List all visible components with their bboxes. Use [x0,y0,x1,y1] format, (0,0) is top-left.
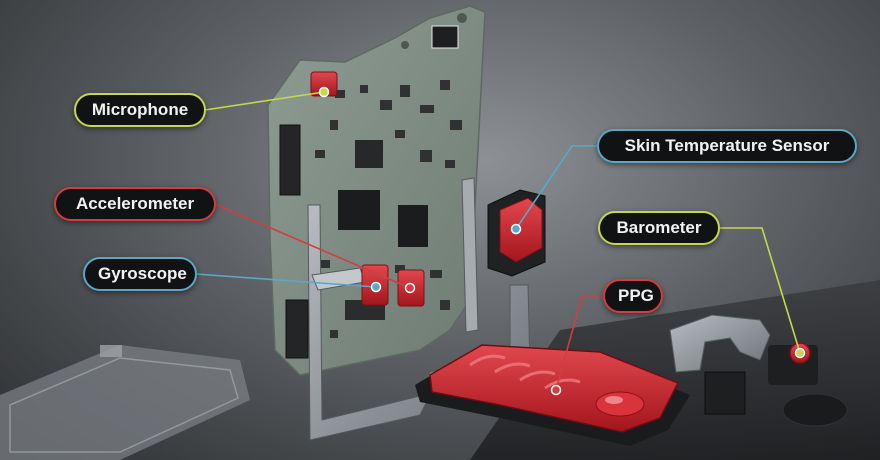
marker-dot-skin-temperature [510,223,522,235]
callout-skin-temperature-sensor: Skin Temperature Sensor [597,129,857,163]
leader-line-skin-temperature [515,145,598,230]
callout-accelerometer-text: Accelerometer [75,194,195,213]
bottom-metal-plate [0,345,250,460]
leader-line-barometer [718,227,801,354]
pcb-board [267,5,486,376]
callout-barometer: Barometer [598,211,720,245]
callout-ppg-text: PPG [618,286,654,305]
marker-dot-gyroscope [370,281,382,293]
callout-ppg: PPG [603,279,663,313]
callout-accelerometer: Accelerometer [54,187,216,221]
callout-skin-temperature-sensor-text: Skin Temperature Sensor [624,136,830,155]
leader-line-gyroscope [195,273,377,288]
callout-gyroscope: Gyroscope [83,257,197,291]
leader-lines [195,91,801,391]
callout-microphone: Microphone [74,93,206,127]
leader-line-microphone [204,91,325,111]
marker-dots [318,86,806,396]
marker-dot-barometer [794,347,806,359]
leader-line-ppg [555,295,604,391]
callout-gyroscope-text: Gyroscope [98,264,187,283]
leader-line-accelerometer [214,203,411,289]
marker-dot-accelerometer [404,282,416,294]
callout-microphone-text: Microphone [91,100,189,119]
barometer-part [669,314,848,427]
marker-dot-microphone [318,86,330,98]
callout-barometer-text: Barometer [616,218,702,237]
marker-dot-ppg [550,384,562,396]
